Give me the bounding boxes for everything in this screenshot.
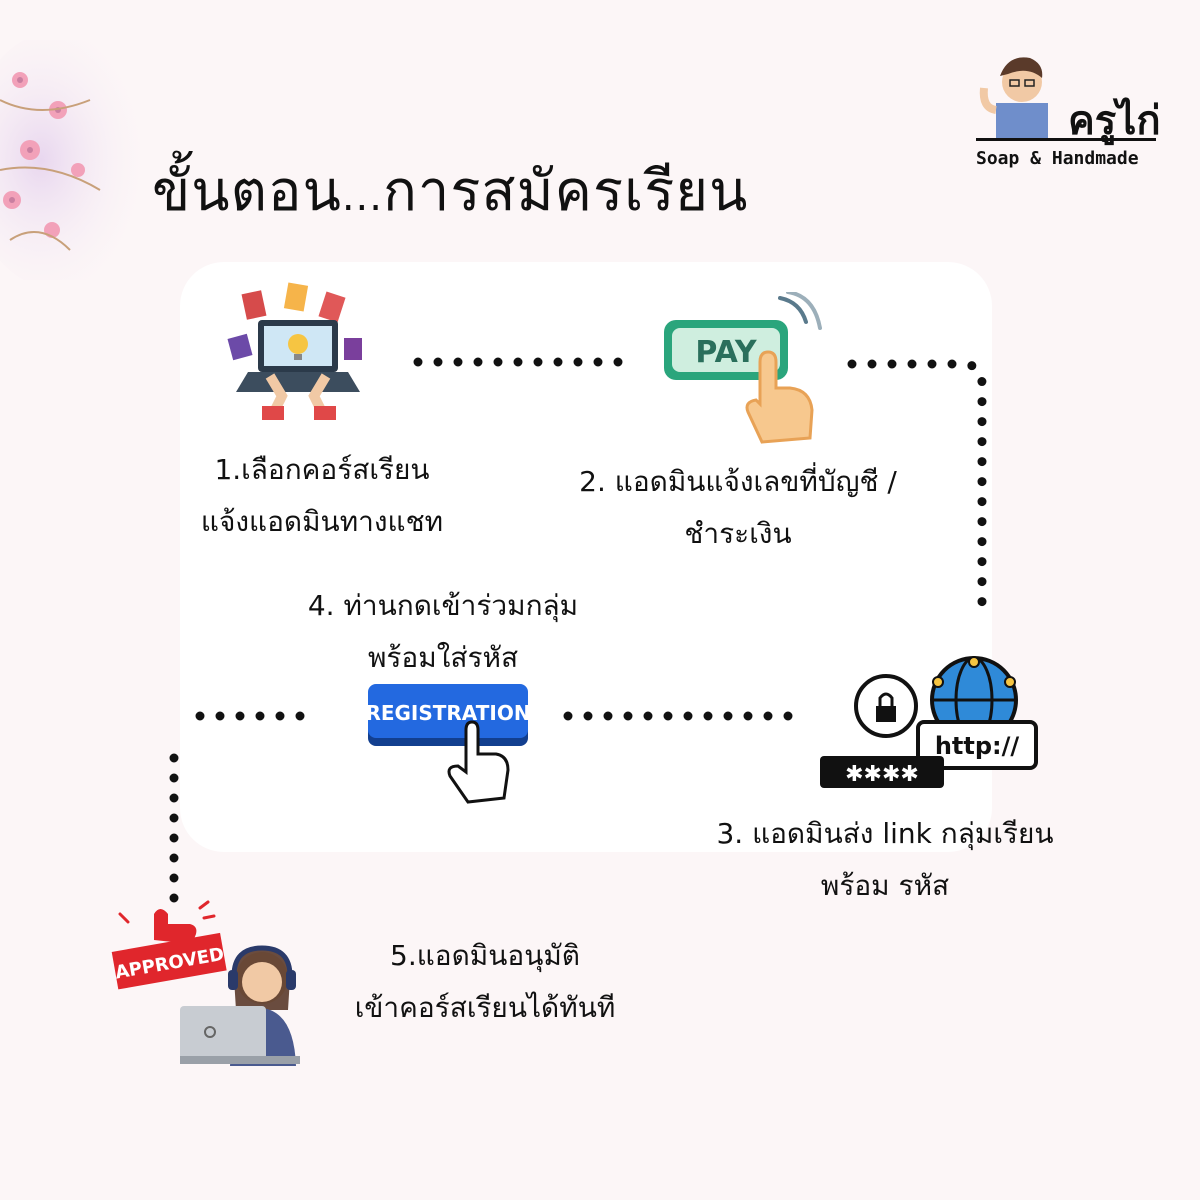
link-password-icon: http:// ✱✱✱✱ — [820, 656, 1038, 788]
step-5-caption: 5.แอดมินอนุมัติ เข้าคอร์สเรียนได้ทันที — [354, 939, 616, 1024]
brand-divider — [976, 138, 1156, 141]
page-title: ขั้นตอน...การสมัครเรียน — [152, 159, 749, 224]
registration-icon: REGISTRATION — [365, 684, 531, 804]
password-mask: ✱✱✱✱ — [845, 762, 919, 787]
floral-decoration — [0, 40, 140, 280]
pay-icon: PAY — [664, 292, 822, 444]
step-3-caption: 3. แอดมินส่ง link กลุ่มเรียน พร้อม รหัส — [716, 817, 1054, 902]
avatar — [979, 57, 1048, 140]
step-1-caption: 1.เลือกคอร์สเรียน แจ้งแอดมินทางแชท — [200, 453, 444, 538]
laptop-books-icon — [227, 282, 362, 420]
approved-student-icon: APPROVED — [111, 900, 300, 1066]
registration-label: REGISTRATION — [365, 701, 530, 725]
step-2-caption: 2. แอดมินแจ้งเลขที่บัญชี / ชำระเงิน — [579, 465, 897, 550]
brand-tagline: Soap & Handmade — [976, 148, 1139, 169]
pay-label: PAY — [695, 335, 758, 370]
brand-name: ครูไก่ — [1068, 98, 1161, 144]
step-4-caption: 4. ท่านกดเข้าร่วมกลุ่ม พร้อมใส่รหัส — [307, 589, 579, 674]
http-label: http:// — [935, 732, 1020, 760]
